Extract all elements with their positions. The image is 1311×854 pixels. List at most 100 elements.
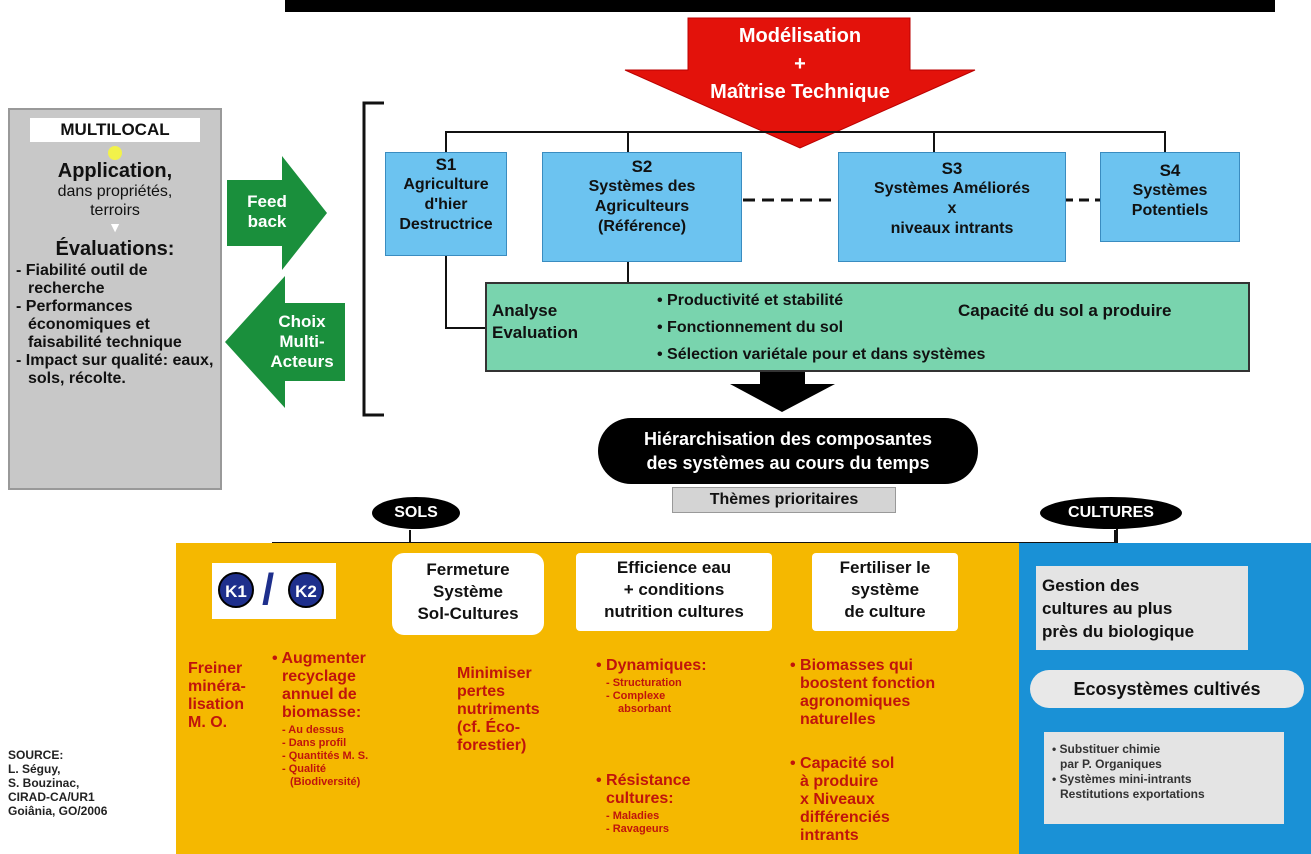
modelisation-line2: + [794,53,806,75]
source-line: Goiânia, GO/2006 [8,804,108,818]
analyse-line2: Evaluation [492,323,578,342]
analyse-item: • Sélection variétale pour et dans systè… [657,346,986,363]
system-s2: S2 Systèmes des Agriculteurs (Référence) [542,152,742,262]
augmenter-line: annuel de [282,686,357,703]
system-head: S3 [941,159,963,178]
gestion-card: Gestion des cultures au plus près du bio… [1036,566,1248,650]
yellow-dot-icon [108,146,122,160]
k1-circle: K1 [218,572,254,608]
choix-line2: Multi- [279,332,325,351]
dynamiques-sub: - Complexe [606,690,666,702]
evaluations-title: Évaluations: [55,238,175,260]
sols-oval: SOLS [372,497,460,529]
substituer-card: • Substituer chimie par P. Organiques • … [1044,732,1284,824]
fermeture-card: Fermeture Système Sol-Cultures [392,553,544,635]
biomasses-text: • Biomasses qui boostent fonction agrono… [790,657,960,729]
efficience-card: Efficience eau + conditions nutrition cu… [576,553,772,631]
system-line: niveaux intrants [890,220,1014,237]
down-arrow [730,372,835,412]
augmenter-sub: (Biodiversité) [290,776,361,788]
capacite-line: x Niveaux [800,791,875,808]
k-ratio: K1 / K2 [212,563,336,619]
system-line: (Référence) [597,218,687,235]
source-line: CIRAD-CA/UR1 [8,790,95,804]
application-title: Application, [57,160,173,182]
substituer-line: par P. Organiques [1060,757,1162,771]
analyse-items: • Productivité et stabilité • Fonctionne… [657,287,947,341]
capacite-line: • Capacité sol [790,755,895,772]
system-line: Potentiels [1131,202,1209,219]
choix-arrow [225,276,345,408]
down-arrow-icon: ▼ [108,219,122,235]
evaluation-item: - Impact sur qualité: eaux, sols, récolt… [16,352,214,387]
minimiser-line: Minimiser [457,665,532,682]
efficience-line: Efficience eau [616,558,732,577]
substituer-line: • Substituer chimie [1052,742,1161,756]
source-line: S. Bouzinac, [8,776,80,790]
freiner-line: minéra- [188,678,246,695]
minimiser-text: Minimiser pertes nutriments (cf. Éco- fo… [457,665,567,755]
dynamiques-title: • Dynamiques: [596,657,707,674]
evaluation-item: - Fiabilité outil de recherche [16,262,148,297]
resistance-sub: - Maladies [606,810,660,822]
system-line: Agriculteurs [594,198,690,215]
application-line1: dans propriétés, [57,183,173,200]
minimiser-line: nutriments [457,701,540,718]
choix-line3: Acteurs [270,352,334,371]
augmenter-line: • Augmenter [272,650,366,667]
augmenter-text: • Augmenter recyclage annuel de biomasse… [272,650,392,789]
augmenter-line: biomasse: [282,704,362,721]
capacite-text: • Capacité sol à produire x Niveaux diff… [790,755,960,845]
analyse-line1: Analyse [492,301,558,320]
system-line: Systèmes des [588,178,696,195]
minimiser-line: (cf. Éco- [457,719,521,736]
k2-circle: K2 [288,572,324,608]
themes-label: Thèmes prioritaires [672,487,896,513]
capacite-line: intrants [800,827,859,844]
analyse-panel [485,282,1250,372]
system-head: S1 [435,155,457,174]
system-s4: S4 Systèmes Potentiels [1100,152,1240,242]
fermeture-line: Fermeture [426,560,510,579]
choix-line1: Choix [278,312,326,331]
analyse-item: • Productivité et stabilité [657,292,844,309]
augmenter-sub: - Quantités M. S. [282,750,369,762]
fertiliser-line: système [850,580,920,599]
biomasses-line: naturelles [800,711,876,728]
system-s3: S3 Systèmes Améliorés x niveaux intrants [838,152,1066,262]
capacite-line: différenciés [800,809,890,826]
fertiliser-line: de culture [844,602,926,621]
minimiser-line: pertes [457,683,506,700]
source-credit: SOURCE: L. Séguy, S. Bouzinac, CIRAD-CA/… [8,748,178,818]
resistance-sub: - Ravageurs [606,823,669,835]
system-head: S2 [631,157,653,176]
system-line: Destructrice [399,216,493,233]
dynamiques-sub: absorbant [618,703,672,715]
system-line: Systèmes Améliorés [874,180,1030,197]
evaluation-item: - Performances économiques et faisabilit… [16,298,182,351]
biomasses-line: boostent fonction [800,675,936,692]
system-head: S4 [1159,161,1181,180]
fertiliser-card: Fertiliser le système de culture [812,553,958,631]
top-title-bar [285,0,1275,12]
system-s1: S1 Agriculture d'hier Destructrice [385,152,507,256]
feedback-line2: back [247,212,287,231]
modelisation-line3: Maîtrise Technique [710,81,890,103]
cultures-oval: CULTURES [1040,497,1182,529]
source-line: SOURCE: [8,748,64,762]
gestion-line: près du biologique [1042,622,1195,641]
fermeture-line: Sol-Cultures [417,604,519,623]
augmenter-sub: - Au dessus [282,724,344,736]
freiner-text: Freiner minéra- lisation M. O. [188,660,266,732]
evaluations-list: - Fiabilité outil de recherche - Perform… [16,262,214,388]
efficience-line: + conditions [623,580,725,599]
hierarchisation-pill: Hiérarchisation des composantes des syst… [598,418,978,484]
s1-to-analyse [445,254,487,329]
freiner-line: M. O. [188,714,228,731]
fertiliser-line: Fertiliser le [839,558,931,577]
efficience-line: nutrition cultures [604,602,744,621]
freiner-line: lisation [188,696,245,713]
gestion-line: Gestion des [1042,576,1140,595]
multilocal-label: MULTILOCAL [30,118,200,142]
augmenter-sub: - Qualité [282,763,327,775]
